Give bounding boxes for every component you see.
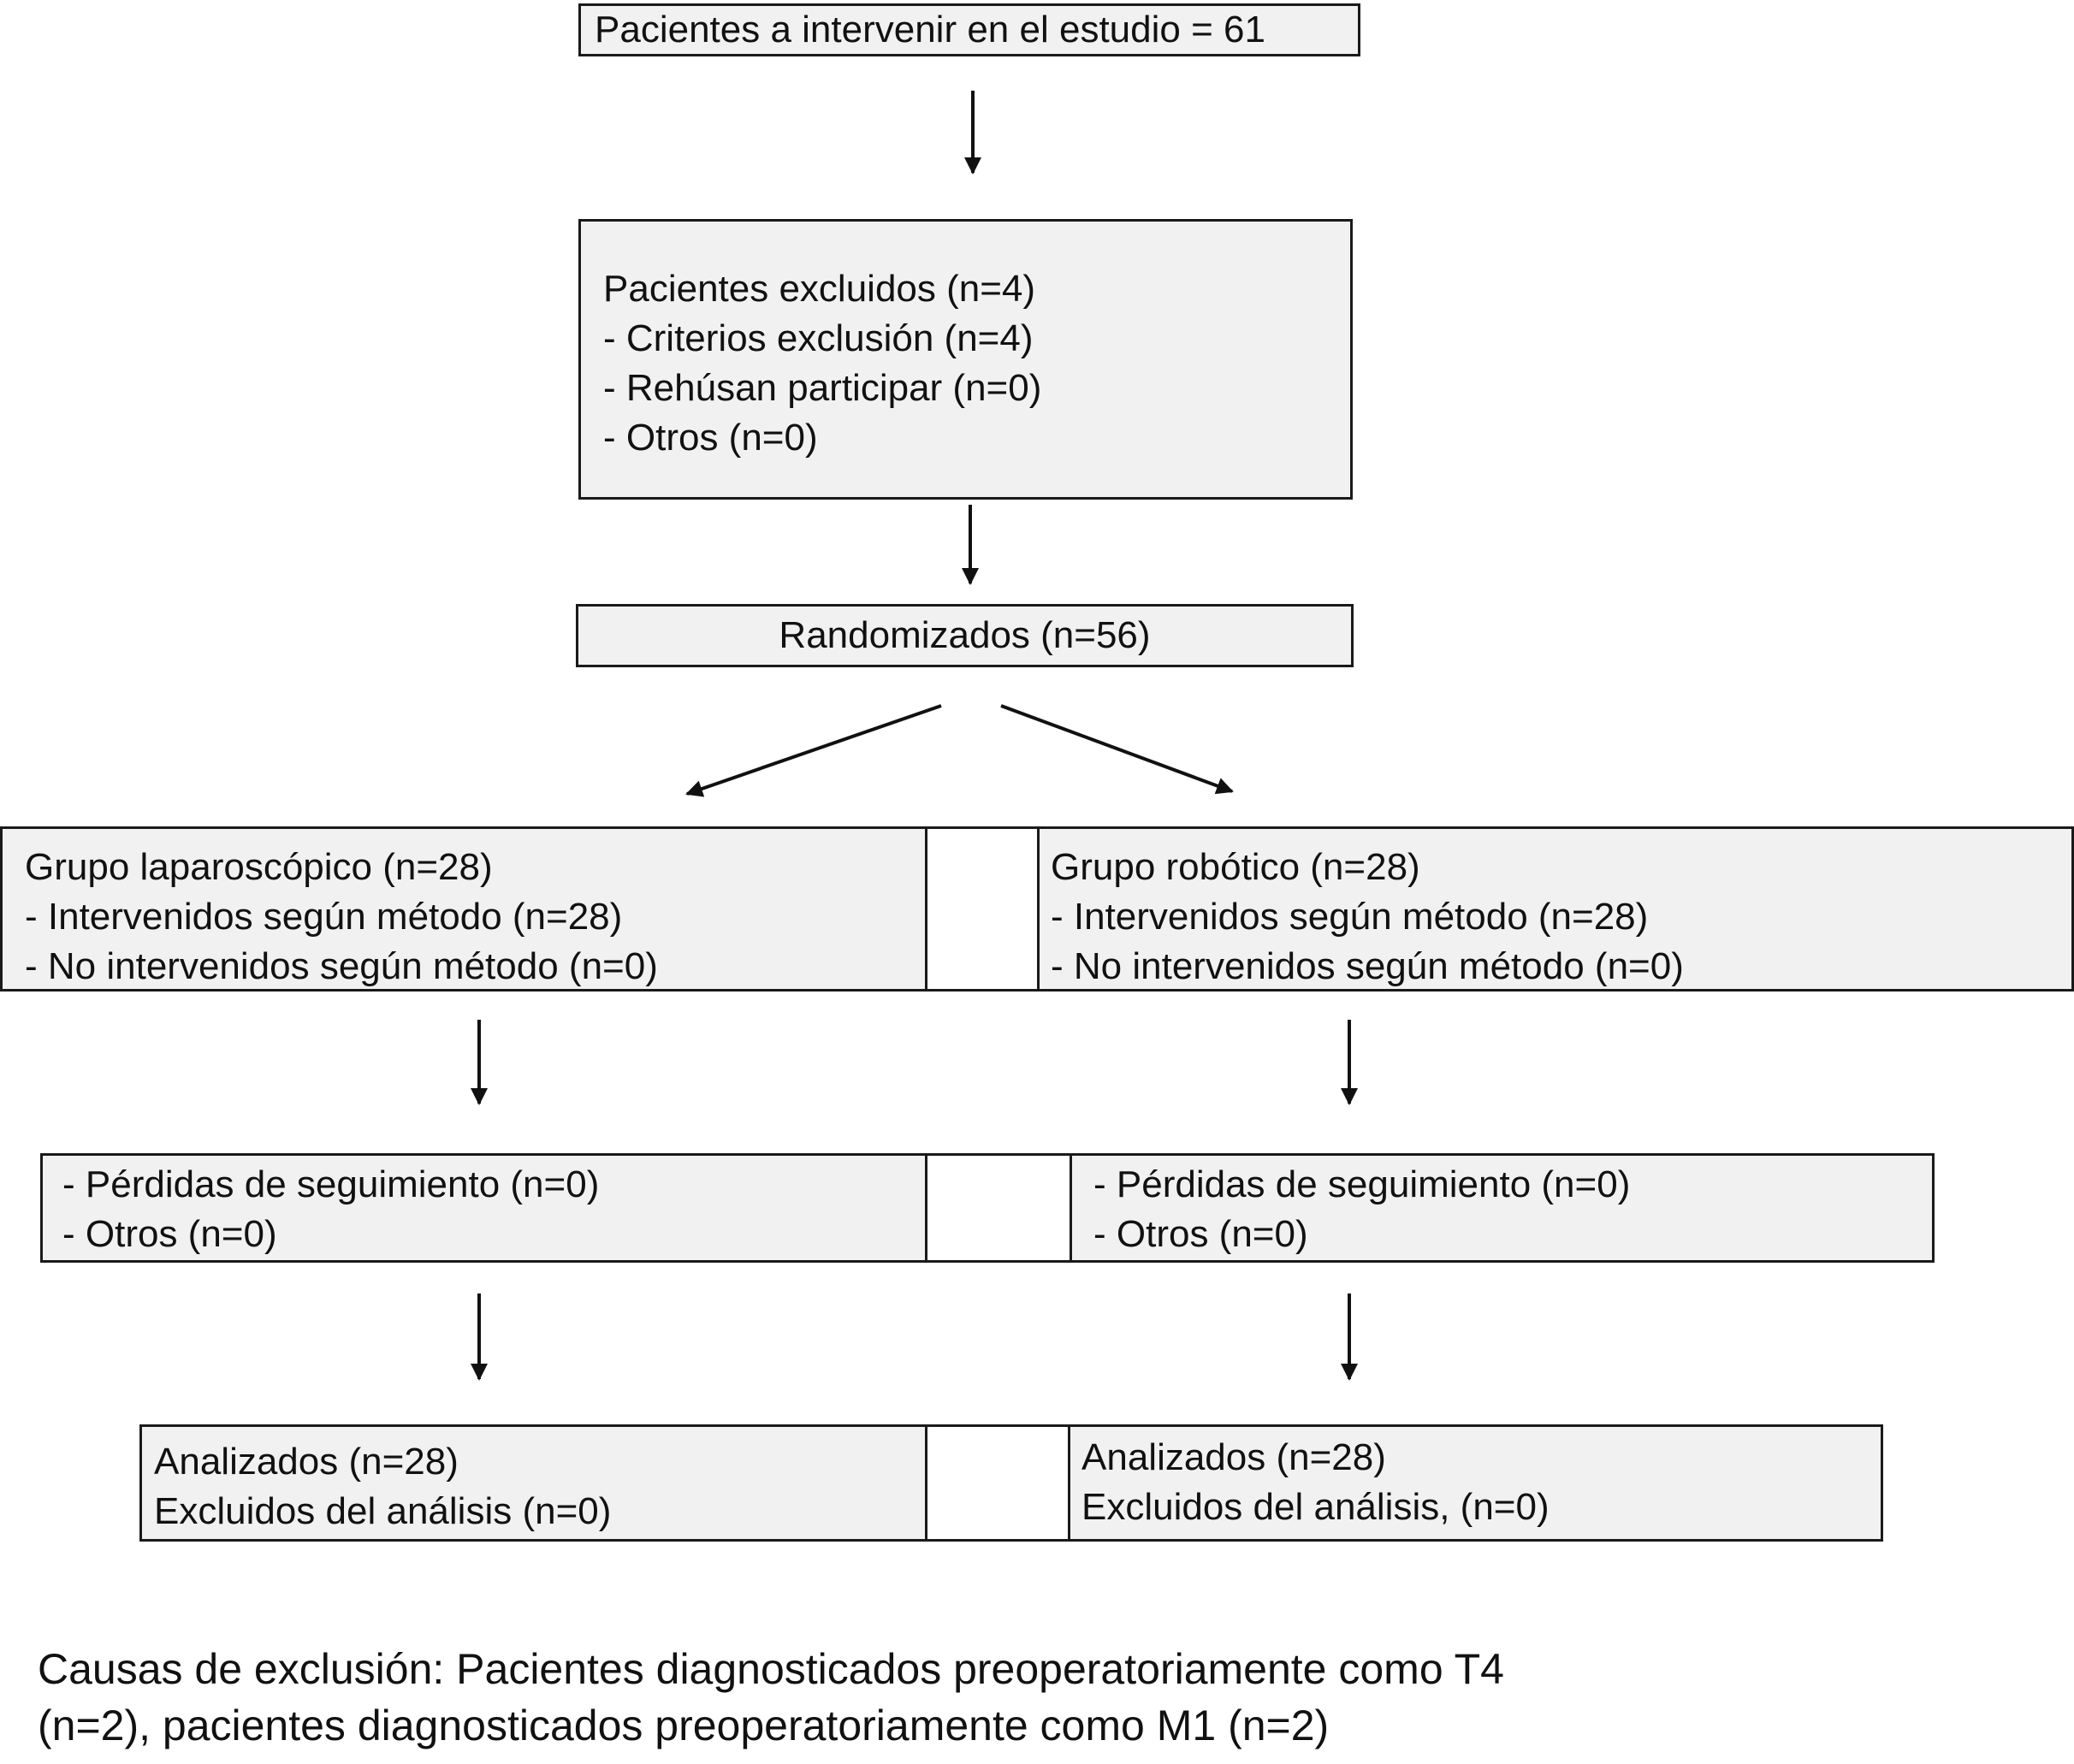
footnote: Causas de exclusión: Pacientes diagnosti…	[38, 1641, 1504, 1754]
followup-left-other: - Otros (n=0)	[62, 1213, 277, 1255]
enrolled-box: Pacientes a intervenir en el estudio = 6…	[578, 3, 1360, 56]
arrow-randomized-to-right	[1000, 704, 1234, 795]
footnote-line-1: Causas de exclusión: Pacientes diagnosti…	[38, 1645, 1504, 1693]
arrow-randomized-to-left	[685, 704, 942, 797]
allocation-right-treated: - Intervenidos según método (n=28)	[1051, 896, 1649, 938]
randomized-text: Randomizados (n=56)	[779, 614, 1151, 656]
analysis-left-analyzed: Analizados (n=28)	[154, 1441, 459, 1483]
footnote-line-2: (n=2), pacientes diagnosticados preopera…	[38, 1702, 1330, 1749]
allocation-gap	[925, 826, 1040, 992]
excluded-title: Pacientes excluidos (n=4)	[603, 268, 1036, 310]
followup-right-box: - Pérdidas de seguimiento (n=0) - Otros …	[1070, 1153, 1935, 1263]
allocation-right-title: Grupo robótico (n=28)	[1051, 846, 1420, 888]
followup-right-other: - Otros (n=0)	[1093, 1213, 1308, 1255]
allocation-left-not-treated: - No intervenidos según método (n=0)	[25, 945, 658, 987]
excluded-refused: - Rehúsan participar (n=0)	[603, 367, 1042, 409]
analysis-left-excluded: Excluidos del análisis (n=0)	[154, 1490, 612, 1532]
randomized-box: Randomizados (n=56)	[576, 604, 1354, 667]
followup-left-box: - Pérdidas de seguimiento (n=0) - Otros …	[40, 1153, 927, 1263]
analysis-right-excluded: Excluidos del análisis, (n=0)	[1081, 1486, 1550, 1528]
followup-gap	[925, 1153, 1072, 1263]
enrolled-text: Pacientes a intervenir en el estudio = 6…	[595, 9, 1265, 50]
excluded-other: - Otros (n=0)	[603, 417, 818, 459]
allocation-right-not-treated: - No intervenidos según método (n=0)	[1051, 945, 1684, 987]
allocation-left-treated: - Intervenidos según método (n=28)	[25, 896, 623, 938]
followup-left-lost: - Pérdidas de seguimiento (n=0)	[62, 1163, 600, 1205]
analysis-gap	[925, 1424, 1070, 1542]
analysis-right-box: Analizados (n=28) Excluidos del análisis…	[1068, 1424, 1883, 1542]
allocation-left-box: Grupo laparoscópico (n=28) - Intervenido…	[0, 826, 927, 992]
analysis-left-box: Analizados (n=28) Excluidos del análisis…	[139, 1424, 927, 1542]
allocation-left-title: Grupo laparoscópico (n=28)	[25, 846, 493, 888]
excluded-box: Pacientes excluidos (n=4) - Criterios ex…	[578, 219, 1353, 500]
excluded-criteria: - Criterios exclusión (n=4)	[603, 317, 1034, 359]
allocation-right-box: Grupo robótico (n=28) - Intervenidos seg…	[1037, 826, 2074, 992]
followup-right-lost: - Pérdidas de seguimiento (n=0)	[1093, 1163, 1631, 1205]
analysis-right-analyzed: Analizados (n=28)	[1081, 1436, 1386, 1478]
